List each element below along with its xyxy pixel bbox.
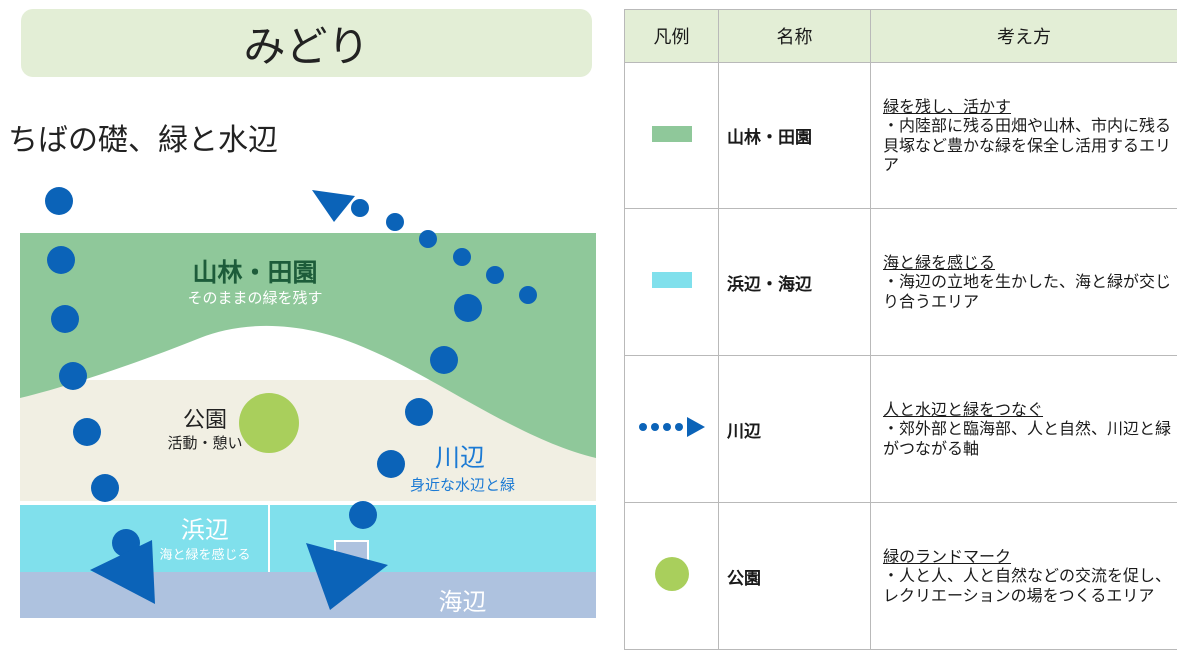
river-dot xyxy=(454,294,482,322)
river-caption: 身近な水辺と緑 xyxy=(409,476,515,494)
river-dot xyxy=(351,199,369,217)
left-river-arrowhead xyxy=(90,540,155,604)
legend-row: 公園 緑のランドマーク ・人と人、人と自然などの交流を促し、レクリエーションの場… xyxy=(624,502,1177,650)
river-label: 川辺 xyxy=(434,443,485,472)
legend-description: ・海辺の立地を生かした、海と緑が交じり合うエリア xyxy=(883,272,1172,311)
river-dot xyxy=(59,362,87,390)
river-dot xyxy=(486,266,504,284)
legend-row: 浜辺・海辺 海と緑を感じる ・海辺の立地を生かした、海と緑が交じり合うエリア xyxy=(624,208,1177,356)
beach-label: 浜辺 xyxy=(181,516,229,544)
left-river-dots xyxy=(45,187,140,557)
river-dot xyxy=(519,286,537,304)
right-river-arrowhead xyxy=(306,543,388,610)
legend-header-concept: 考え方 xyxy=(870,9,1177,63)
legend-description: ・内陸部に残る田畑や山林、市内に残る貝塚など豊かな緑を保全し活用するエリア xyxy=(883,116,1172,174)
beach-area xyxy=(20,503,596,572)
park-caption: 活動・憩い xyxy=(167,434,243,452)
legend-header-name: 名称 xyxy=(718,9,871,63)
sea-label: 海辺 xyxy=(438,588,487,616)
sea-area xyxy=(20,572,596,618)
river-dot xyxy=(51,305,79,333)
park-dot xyxy=(239,393,299,453)
page-title: みどり xyxy=(21,9,592,77)
green-dot-icon xyxy=(654,557,689,591)
river-dot xyxy=(91,474,119,502)
river-dot xyxy=(419,230,437,248)
river-dot xyxy=(73,418,101,446)
legend-row: 川辺 人と水辺と緑をつなぐ ・郊外部と臨海部、人と自然、川辺と緑がつながる軸 xyxy=(624,355,1177,503)
legend-heading: 人と水辺と緑をつなぐ xyxy=(883,400,1044,420)
legend-name: 浜辺・海辺 xyxy=(718,208,871,356)
legend-heading: 緑のランドマーク xyxy=(883,547,1012,567)
top-river-arrowhead xyxy=(312,190,355,222)
legend-table: 凡例 名称 考え方 山林・田園 緑を残し、活かす ・内陸部に残る田畑や山林、市内… xyxy=(624,9,1177,650)
page-subtitle: ちばの礎、緑と水辺 xyxy=(8,123,278,158)
river-dot xyxy=(430,346,458,374)
legend-row: 山林・田園 緑を残し、活かす ・内陸部に残る田畑や山林、市内に残る貝塚など豊かな… xyxy=(624,62,1177,209)
green-rect-icon xyxy=(651,125,692,142)
legend-header-row: 凡例 名称 考え方 xyxy=(624,9,1177,63)
river-dot xyxy=(453,248,471,266)
legend-name: 川辺 xyxy=(718,355,871,503)
river-dot xyxy=(386,213,404,231)
legend-header-symbol: 凡例 xyxy=(624,9,719,63)
forest-caption: そのままの緑を残す xyxy=(187,289,323,307)
concept-map xyxy=(20,187,596,618)
river-dot xyxy=(47,246,75,274)
legend-description: ・郊外部と臨海部、人と自然、川辺と緑がつながる軸 xyxy=(883,419,1172,458)
legend-heading: 緑を残し、活かす xyxy=(883,97,1012,117)
park-label: 公園 xyxy=(182,408,227,433)
forest-label: 山林・田園 xyxy=(192,258,318,287)
legend-name: 山林・田園 xyxy=(718,62,871,209)
cyan-rect-icon xyxy=(651,272,692,288)
river-dot xyxy=(45,187,73,215)
river-dot xyxy=(405,398,433,426)
dotted-arrow-icon xyxy=(638,417,705,437)
legend-name: 公園 xyxy=(718,502,871,650)
beach-caption: 海と緑を感じる xyxy=(159,548,251,563)
river-dot xyxy=(349,501,377,529)
right-river-dots xyxy=(349,199,537,529)
legend-heading: 海と緑を感じる xyxy=(883,253,996,273)
legend-description: ・人と人、人と自然などの交流を促し、レクリエーションの場をつくるエリア xyxy=(883,566,1172,605)
forest-area xyxy=(20,233,596,458)
river-dot xyxy=(377,450,405,478)
